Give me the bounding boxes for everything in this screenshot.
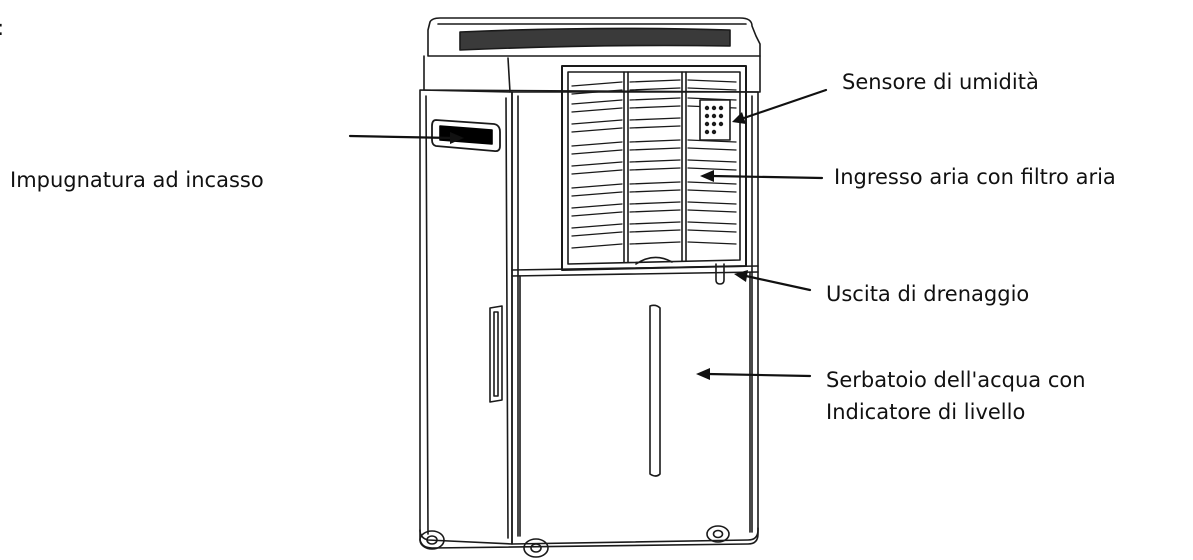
label-drain-outlet: Uscita di drenaggio [826,282,1030,306]
grip-arrow [348,132,464,144]
water-level-indicator [649,304,661,477]
air-inlet-arrow [700,170,824,182]
recessed-handle [431,119,501,153]
water-tank [519,271,751,537]
humidity-sensor-block [699,99,731,141]
label-water-tank-line2: Indicatore di livello [826,400,1026,424]
tank-arrow [696,368,812,380]
front-panel [511,91,759,545]
label-water-tank-line1: Serbatoio dell'acqua con [826,368,1086,392]
drain-arrow [734,270,812,292]
drain-outlet [715,263,725,285]
top-lid [427,17,761,57]
air-filter-grille [561,65,747,271]
top-vent-grille [459,27,731,51]
wheels [419,525,730,558]
edge-fragment: : [0,14,4,42]
sensor-arrow [732,88,828,124]
label-humidity-sensor: Sensore di umidità [842,70,1039,94]
label-air-inlet-filter: Ingresso aria con filtro aria [834,165,1116,189]
label-recessed-grip: Impugnatura ad incasso [10,168,264,192]
